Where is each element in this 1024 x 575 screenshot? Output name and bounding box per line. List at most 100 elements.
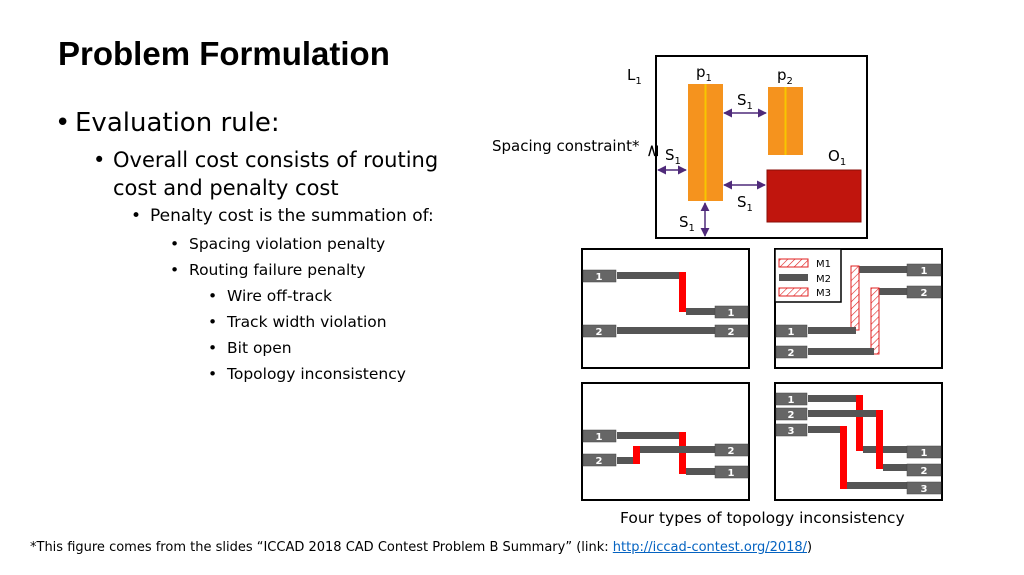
wire-segment (876, 288, 907, 295)
wire-segment (640, 446, 715, 453)
spacing-label-bottom: S1 (679, 213, 695, 234)
wire-segment (617, 272, 682, 279)
footnote-suffix: ) (807, 540, 813, 555)
wire-segment (808, 395, 859, 402)
wire-segment (808, 327, 856, 334)
wire-segment (863, 446, 907, 453)
bullet-dot: • (208, 339, 218, 357)
bit-badge (906, 445, 942, 459)
bit-badge (906, 481, 942, 495)
footnote: *This figure comes from the slides “ICCA… (30, 540, 812, 555)
bit-label: 1 (788, 395, 795, 406)
bit-label: 2 (596, 327, 603, 338)
legend-label-m2: M2 (816, 274, 831, 285)
wire-segment (883, 464, 907, 471)
bullet-text: Routing failure penalty (189, 261, 366, 279)
bit-label: 2 (921, 288, 928, 299)
bit-badge (714, 465, 749, 479)
bit-label: 2 (921, 466, 928, 477)
layer-label: L1 (627, 66, 642, 87)
violation-via (876, 410, 883, 469)
panel-4: 1 2 3 1 2 3 (774, 382, 943, 501)
bit-label: 1 (921, 266, 928, 277)
bit-badge (582, 269, 617, 283)
legend-swatch-m1 (778, 258, 809, 268)
bit-badge (906, 263, 942, 277)
wire-segment (617, 432, 682, 439)
bit-label: 2 (596, 456, 603, 467)
wire-segment (686, 468, 715, 475)
bullet-dot: • (170, 261, 180, 279)
bullet-dot: • (208, 365, 218, 383)
bit-label: 1 (596, 432, 603, 443)
bit-label: 2 (728, 327, 735, 338)
spacing-figure: L1 p1 p2 O1 S1 S1 S1 S1 Spacing constrai… (492, 55, 868, 239)
slide-title: Problem Formulation (58, 35, 390, 72)
panel-1: 1 2 1 2 (581, 248, 750, 369)
wire-segment (847, 482, 907, 489)
obstacle-shape (766, 169, 862, 223)
wire-segment (808, 410, 879, 417)
footnote-link[interactable]: http://iccad-contest.org/2018/ (612, 540, 808, 555)
bullet-text-line1: Overall cost consists of routing (113, 148, 439, 172)
violation-via (679, 272, 686, 312)
spacing-constraint-label: Spacing constraint* (492, 137, 640, 155)
bit-badge (775, 324, 808, 338)
bit-badge (582, 453, 617, 467)
figure-caption: Four types of topology inconsistency (620, 509, 905, 527)
pin1-label: p1 (696, 63, 712, 84)
bit-badge (714, 443, 749, 457)
footnote-text: *This figure comes from the slides “ICCA… (30, 540, 613, 555)
wire-segment (617, 327, 715, 334)
bullet-text: Track width violation (227, 313, 387, 331)
bit-label: 1 (921, 448, 928, 459)
bullet-dot: • (55, 108, 71, 138)
violation-via (856, 395, 863, 451)
bullet-text: Bit open (227, 339, 292, 357)
bullet-text: Evaluation rule: (75, 108, 280, 138)
m1-hatched-segment (850, 265, 860, 331)
legend-label-m3: M3 (816, 288, 831, 299)
bullet-dot: • (208, 313, 218, 331)
bit-badge (775, 423, 808, 437)
bit-badge (714, 305, 749, 319)
bit-badge (906, 463, 942, 477)
bit-label: 1 (728, 308, 735, 319)
spacing-label-left: S1 (665, 146, 681, 167)
bit-label: 3 (921, 484, 928, 495)
bit-badge (775, 345, 808, 359)
bit-badge (582, 429, 617, 443)
bullet-dot: • (93, 148, 106, 172)
bit-badge (775, 407, 808, 421)
bit-label: 1 (788, 327, 795, 338)
bullet-text-line2: cost and penalty cost (113, 176, 339, 200)
bit-badge (775, 392, 808, 406)
wire-segment (808, 348, 874, 355)
bullet-dot: • (131, 206, 142, 226)
bit-label: 1 (596, 272, 603, 283)
bit-label: 2 (728, 446, 735, 457)
wire-segment (686, 308, 715, 315)
bullet-text: Spacing violation penalty (189, 235, 386, 253)
bit-badge (906, 285, 942, 299)
legend-swatch-m2 (779, 274, 808, 281)
bullet-dot: • (170, 235, 180, 253)
pin2-label: p2 (777, 66, 793, 87)
bit-label: 1 (728, 468, 735, 479)
geq-symbol: ≥ (643, 144, 663, 158)
violation-via (840, 426, 847, 489)
bullet-text: Wire off-track (227, 287, 332, 305)
bit-badge (582, 324, 617, 338)
spacing-label-p1-p2: S1 (737, 91, 753, 112)
bullet-dot: • (208, 287, 218, 305)
wire-segment (617, 457, 636, 464)
wire-segment (808, 426, 844, 433)
bullet-text: Penalty cost is the summation of: (150, 206, 434, 226)
wire-segment (857, 266, 907, 273)
bit-badge (714, 324, 749, 338)
bit-label: 3 (788, 426, 795, 437)
obstacle-label: O1 (828, 147, 846, 168)
legend-swatch-m3 (778, 287, 809, 297)
legend-label-m1: M1 (816, 259, 831, 270)
